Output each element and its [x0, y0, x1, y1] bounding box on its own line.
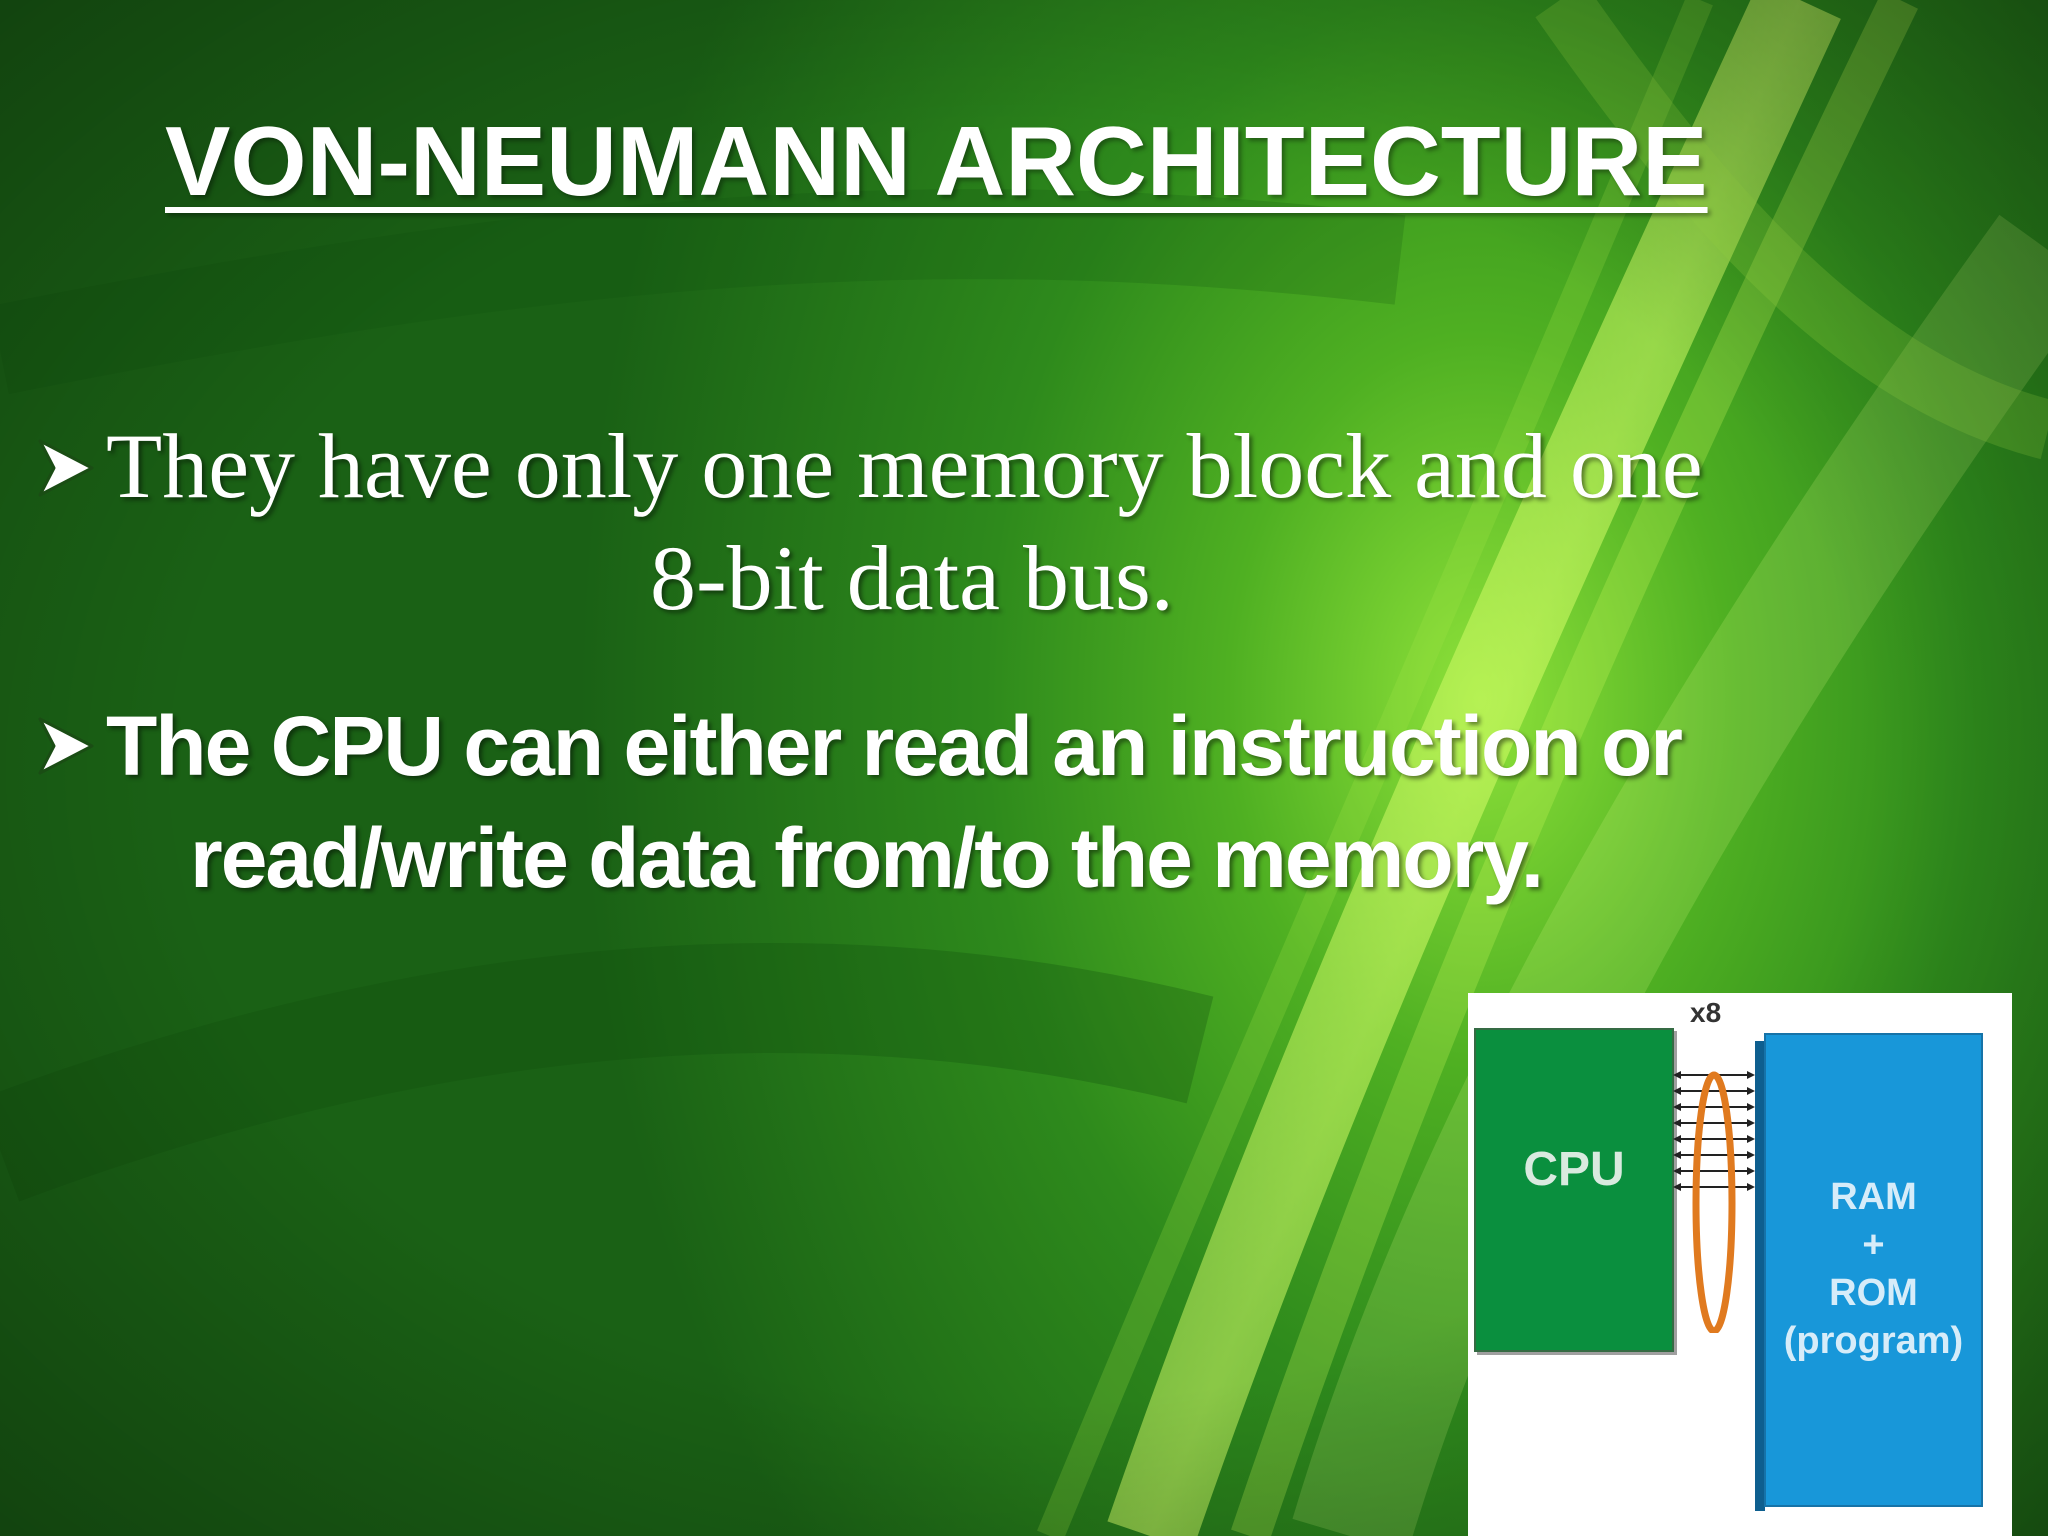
bus-arrow-right-icon [1747, 1167, 1755, 1175]
bus-arrow-left-icon [1673, 1071, 1681, 1079]
arrowhead-bullet-icon [38, 717, 94, 775]
bullet-text: The CPU can either read an instruction o… [106, 699, 1683, 793]
bus-arrow-right-icon [1747, 1103, 1755, 1111]
memory-label-line: (program) [1783, 1320, 1964, 1362]
bus-arrow-right-icon [1747, 1151, 1755, 1159]
bus-arrow-right-icon [1747, 1135, 1755, 1143]
bus-arrow-left-icon [1673, 1183, 1681, 1191]
von-neumann-diagram: x8 CPU RAM + ROM (program) [1468, 993, 2012, 1536]
bullet-text: They have only one memory block and one [106, 415, 1703, 517]
bullet-continuation: 8-bit data bus. [650, 527, 1174, 629]
bus-ring-icon [1692, 1071, 1736, 1333]
data-bus [1673, 1071, 1755, 1333]
memory-label: RAM + ROM (program) [1766, 1173, 1981, 1365]
bus-arrow-left-icon [1673, 1119, 1681, 1127]
bus-lines [1673, 1071, 1755, 1191]
memory-label-line: RAM [1830, 1176, 1917, 1218]
bullet-item: The CPU can either read an instruction o… [30, 690, 1850, 914]
bus-arrow-left-icon [1673, 1103, 1681, 1111]
cpu-block: CPU [1474, 1028, 1674, 1352]
bus-arrow-right-icon [1747, 1119, 1755, 1127]
bus-arrow-left-icon [1673, 1167, 1681, 1175]
bus-arrow-left-icon [1673, 1087, 1681, 1095]
cpu-label: CPU [1523, 1143, 1625, 1196]
memory-block: RAM + ROM (program) [1764, 1033, 1983, 1507]
bus-width-label: x8 [1690, 997, 1722, 1028]
memory-label-line: + [1862, 1224, 1885, 1266]
bus-arrow-left-icon [1673, 1135, 1681, 1143]
bus-arrow-left-icon [1673, 1151, 1681, 1159]
memory-label-line: ROM [1829, 1272, 1918, 1314]
bus-arrow-right-icon [1747, 1183, 1755, 1191]
arrowhead-bullet-icon [38, 439, 94, 497]
bullet-item: They have only one memory block and one … [30, 410, 1850, 634]
bus-arrow-right-icon [1747, 1087, 1755, 1095]
bullet-continuation: read/write data from/to the memory. [190, 811, 1544, 905]
slide-title: VON-NEUMANN ARCHITECTURE [165, 106, 1708, 216]
bus-arrow-right-icon [1747, 1071, 1755, 1079]
memory-block-side [1755, 1041, 1765, 1511]
